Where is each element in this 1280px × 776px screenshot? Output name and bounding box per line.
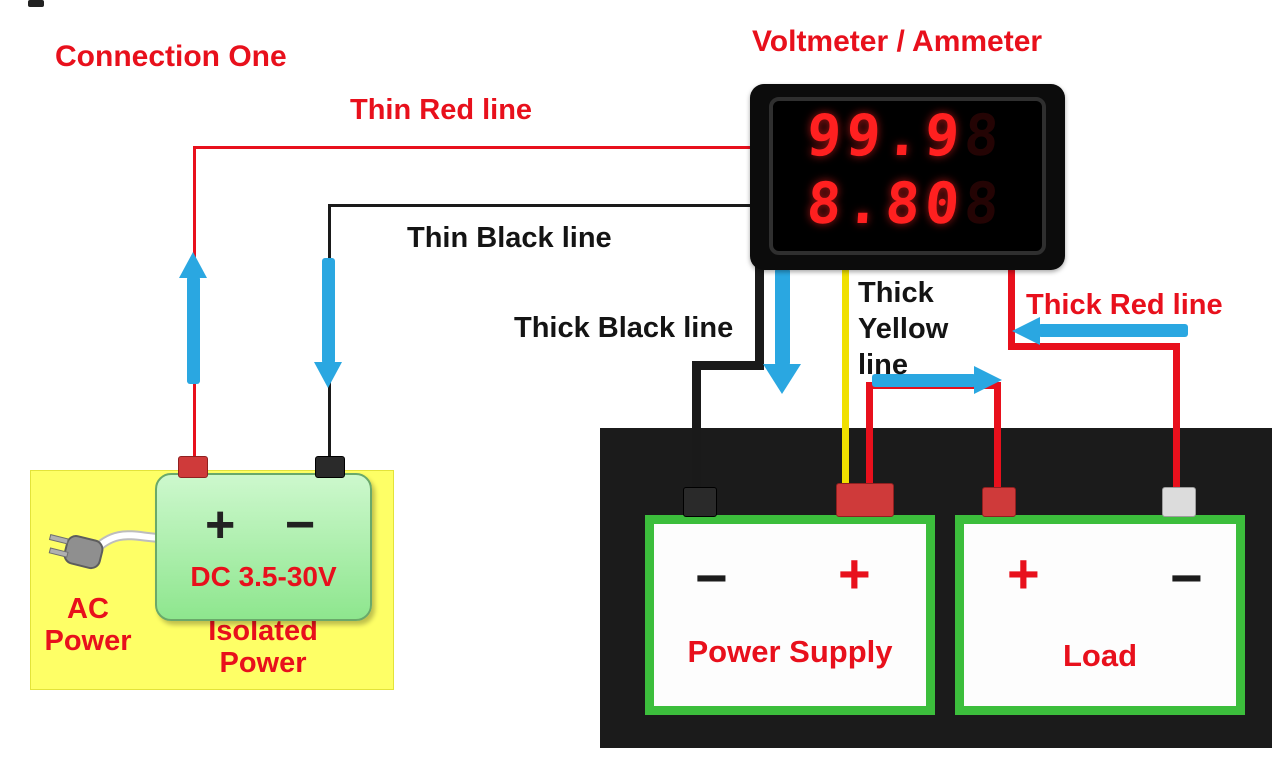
thick-yellow-line-label-line1: Thick xyxy=(858,277,934,309)
flow-arrow-down-body xyxy=(322,258,335,364)
flow-arrow-left-body xyxy=(1038,324,1188,337)
thick-yellow-wire xyxy=(842,266,849,506)
isolated-power-label: Isolated Power xyxy=(188,615,338,680)
thick-yellow-line-label-line2: Yellow xyxy=(858,313,949,345)
isolated-power-minus-terminal-label: − xyxy=(285,496,316,554)
load-name: Load xyxy=(1062,638,1138,673)
thick-red-line-label: Thick Red line xyxy=(1026,289,1223,321)
thick-red-wire-vertical1 xyxy=(1008,266,1015,350)
isolated-power-plus-connector xyxy=(178,456,208,478)
ac-power-label-line1: AC xyxy=(67,593,109,625)
power-supply-minus-label: − xyxy=(695,546,728,609)
load-minus-connector xyxy=(1162,487,1196,517)
power-supply-box: − + Power Supply xyxy=(645,515,935,715)
power-supply-name: Power Supply xyxy=(687,634,893,669)
flow-arrow-right-icon xyxy=(974,366,1002,394)
crop-artifact xyxy=(28,0,44,7)
meter-current-ghost-digit: 8 xyxy=(961,171,1006,237)
thick-red-wire-vertical2 xyxy=(1173,343,1180,495)
thin-red-line-label: Thin Red line xyxy=(350,94,533,126)
flow-arrow-left-icon xyxy=(1012,317,1040,345)
flow-arrow-right-body xyxy=(872,374,976,387)
load-box: + − Load xyxy=(955,515,1245,715)
red-jumper-vertical2 xyxy=(994,382,1001,494)
meter-voltage-digits: 99.9 xyxy=(804,103,967,169)
flow-arrow-up-body xyxy=(187,276,200,384)
thick-black-wire-vertical2 xyxy=(692,361,701,497)
isolated-power-voltage-rating: DC 3.5-30V xyxy=(190,561,337,592)
ac-power-label-line2: Power xyxy=(44,624,132,657)
power-supply-plus-connector xyxy=(836,483,894,517)
red-jumper-vertical1 xyxy=(866,382,873,504)
voltmeter-ammeter-title: Voltmeter / Ammeter xyxy=(752,25,1043,58)
thin-black-line-label: Thin Black line xyxy=(407,222,612,254)
thick-red-wire-horizontal xyxy=(1008,343,1180,350)
thick-black-line-label: Thick Black line xyxy=(514,312,734,344)
load-minus-label: − xyxy=(1170,546,1203,609)
load-plus-connector xyxy=(982,487,1016,517)
voltmeter-ammeter-device: 99.98 8.808 xyxy=(750,84,1065,270)
flow-arrow-thick-down-icon xyxy=(763,364,801,394)
thin-red-wire-horizontal xyxy=(193,146,757,149)
power-supply-plus-label: + xyxy=(838,542,871,605)
flow-arrow-up-icon xyxy=(179,252,207,278)
ac-power-label: AC Power xyxy=(33,593,143,658)
isolated-power-minus-connector xyxy=(315,456,345,478)
meter-current-digits: 8.80 xyxy=(804,171,967,237)
flow-arrow-down-icon xyxy=(314,362,342,388)
isolated-power-plus-terminal-label: + xyxy=(205,496,236,554)
thick-black-wire-vertical1 xyxy=(755,266,764,370)
thin-black-wire-horizontal xyxy=(328,204,757,207)
thick-yellow-line-label: Thick Yellow line xyxy=(858,275,968,383)
meter-display-bezel: 99.98 8.808 xyxy=(769,97,1046,255)
meter-voltage-reading: 99.98 xyxy=(804,103,1006,169)
power-supply-minus-connector xyxy=(683,487,717,517)
flow-arrow-thick-down-body xyxy=(775,268,790,366)
connection-one-title: Connection One xyxy=(55,40,287,73)
isolated-power-module: + − DC 3.5-30V xyxy=(155,473,372,621)
load-plus-label: + xyxy=(1007,542,1040,605)
thick-black-wire-horizontal xyxy=(692,361,764,370)
isolated-power-label-line2: Power xyxy=(219,646,307,679)
meter-current-reading: 8.808 xyxy=(804,171,1006,237)
meter-voltage-ghost-digit: 8 xyxy=(961,103,1006,169)
thick-yellow-line-label-line3: line xyxy=(858,349,908,381)
